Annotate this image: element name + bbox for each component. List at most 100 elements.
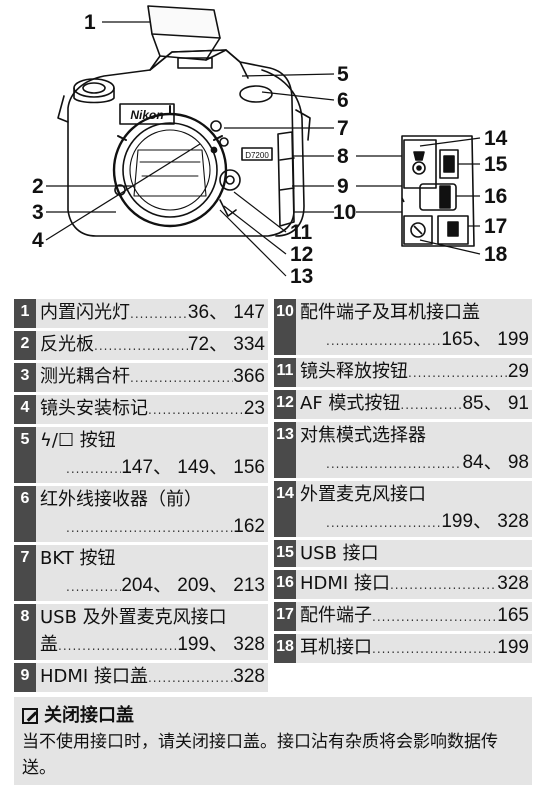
camera-illustration: Nikon D7200 (0, 0, 547, 290)
model-badge: D7200 (245, 151, 269, 160)
entry-label: BKT 按钮 (40, 548, 116, 569)
entry-pages: 328 (233, 666, 265, 687)
entry-pages: 36、 147 (187, 302, 265, 323)
leader-dots (326, 328, 441, 355)
entry-number: 11 (274, 358, 296, 387)
callout-9: 9 (337, 175, 349, 198)
entry-number: 7 (14, 545, 36, 601)
entry-line: 对焦模式选择器 (300, 422, 529, 449)
entry-label: 耳机接口 (300, 637, 372, 658)
index-entry: 18耳机接口199 (274, 634, 532, 663)
parts-index-left: 1内置闪光灯36、 1472反光板72、 3343测光耦合杆3664镜头安装标记… (14, 299, 268, 695)
entry-line: 内置闪光灯 36、 147 (40, 299, 265, 328)
entry-body: USB 接口 (296, 540, 532, 567)
entry-number: 9 (14, 663, 36, 692)
index-entry: 17配件端子165 (274, 602, 532, 631)
entry-label: HDMI 接口 (300, 573, 390, 594)
entry-body: BKT 按钮 204、 209、 213 (36, 545, 268, 601)
index-entry: 10配件端子及耳机接口盖165、 199 (274, 299, 532, 355)
entry-line: 204、 209、 213 (40, 572, 265, 601)
entry-line: 配件端子165 (300, 602, 529, 631)
note-text: 当不使用接口时，请关闭接口盖。接口沾有杂质将会影响数据传送。 (22, 732, 498, 778)
index-entry: 4镜头安装标记23 (14, 395, 268, 424)
entry-line: 镜头安装标记23 (40, 395, 265, 424)
entry-label: 反光板 (40, 334, 94, 355)
entry-pages: 85、 91 (462, 393, 529, 414)
entry-line: 84、 98 (300, 449, 529, 478)
entry-label: 镜头安装标记 (40, 398, 148, 419)
entry-line: 165、 199 (300, 326, 529, 355)
leader-dots (148, 397, 244, 424)
entry-line: 147、 149、 156 (40, 454, 265, 483)
leader-dots (94, 333, 188, 360)
entry-label: 测光耦合杆 (40, 366, 130, 387)
entry-body: 对焦模式选择器 84、 98 (296, 422, 532, 478)
index-entry: 5ϟ/☐ 按钮147、 149、 156 (14, 427, 268, 483)
leader-dots (58, 633, 177, 660)
leader-dots (390, 572, 497, 599)
entry-body: 测光耦合杆366 (36, 363, 268, 392)
entry-label: 镜头释放按钮 (300, 361, 408, 382)
entry-pages: 29 (507, 361, 529, 382)
callout-8: 8 (337, 145, 349, 168)
entry-line: USB 接口 (300, 540, 529, 567)
entry-body: 反光板 72、 334 (36, 331, 268, 360)
leader-dots (326, 451, 462, 478)
leader-dots (66, 515, 233, 542)
entry-body: 红外线接收器（前）162 (36, 486, 268, 542)
entry-label: HDMI 接口盖 (40, 666, 148, 687)
callout-18: 18 (484, 243, 508, 266)
entry-label: 内置闪光灯 (40, 302, 130, 323)
entry-number: 6 (14, 486, 36, 542)
callout-15: 15 (484, 153, 508, 176)
note-box: 关闭接口盖 当不使用接口时，请关闭接口盖。接口沾有杂质将会影响数据传送。 (14, 697, 532, 785)
callout-5: 5 (337, 63, 349, 86)
leader-dots (66, 574, 121, 601)
entry-body: 内置闪光灯 36、 147 (36, 299, 268, 328)
callout-14: 14 (484, 127, 508, 150)
entry-line: HDMI 接口328 (300, 570, 529, 599)
entry-body: AF 模式按钮85、 91 (296, 390, 532, 419)
entry-pages: 162 (233, 516, 265, 537)
leader-dots (66, 456, 121, 483)
entry-label: 盖 (40, 634, 58, 655)
leader-dots (130, 301, 188, 328)
callout-1: 1 (84, 11, 96, 34)
entry-pages: 147、 149、 156 (121, 457, 265, 478)
callout-10: 10 (333, 201, 357, 224)
leader-dots (400, 392, 462, 419)
callout-6: 6 (337, 89, 349, 112)
entry-body: 耳机接口199 (296, 634, 532, 663)
entry-number: 12 (274, 390, 296, 419)
callout-4: 4 (32, 229, 44, 252)
entry-pages: 199、 328 (177, 634, 265, 655)
entry-number: 16 (274, 570, 296, 599)
index-entry: 1内置闪光灯36、 147 (14, 299, 268, 328)
entry-number: 8 (14, 604, 36, 660)
entry-line: 盖 199、 328 (40, 631, 265, 660)
entry-line: 耳机接口199 (300, 634, 529, 663)
index-entry: 3测光耦合杆366 (14, 363, 268, 392)
callout-16: 16 (484, 185, 508, 208)
callout-2: 2 (32, 175, 44, 198)
entry-pages: 72、 334 (187, 334, 265, 355)
entry-body: ϟ/☐ 按钮147、 149、 156 (36, 427, 268, 483)
leader-dots (372, 636, 497, 663)
note-title: 关闭接口盖 (44, 705, 134, 726)
entry-line: HDMI 接口盖 328 (40, 663, 265, 692)
entry-body: 外置麦克风接口199、 328 (296, 481, 532, 537)
leader-dots (326, 510, 441, 537)
entry-body: 配件端子及耳机接口盖165、 199 (296, 299, 532, 355)
entry-number: 18 (274, 634, 296, 663)
entry-number: 13 (274, 422, 296, 478)
entry-label: 对焦模式选择器 (300, 425, 426, 446)
entry-line: 镜头释放按钮 29 (300, 358, 529, 387)
